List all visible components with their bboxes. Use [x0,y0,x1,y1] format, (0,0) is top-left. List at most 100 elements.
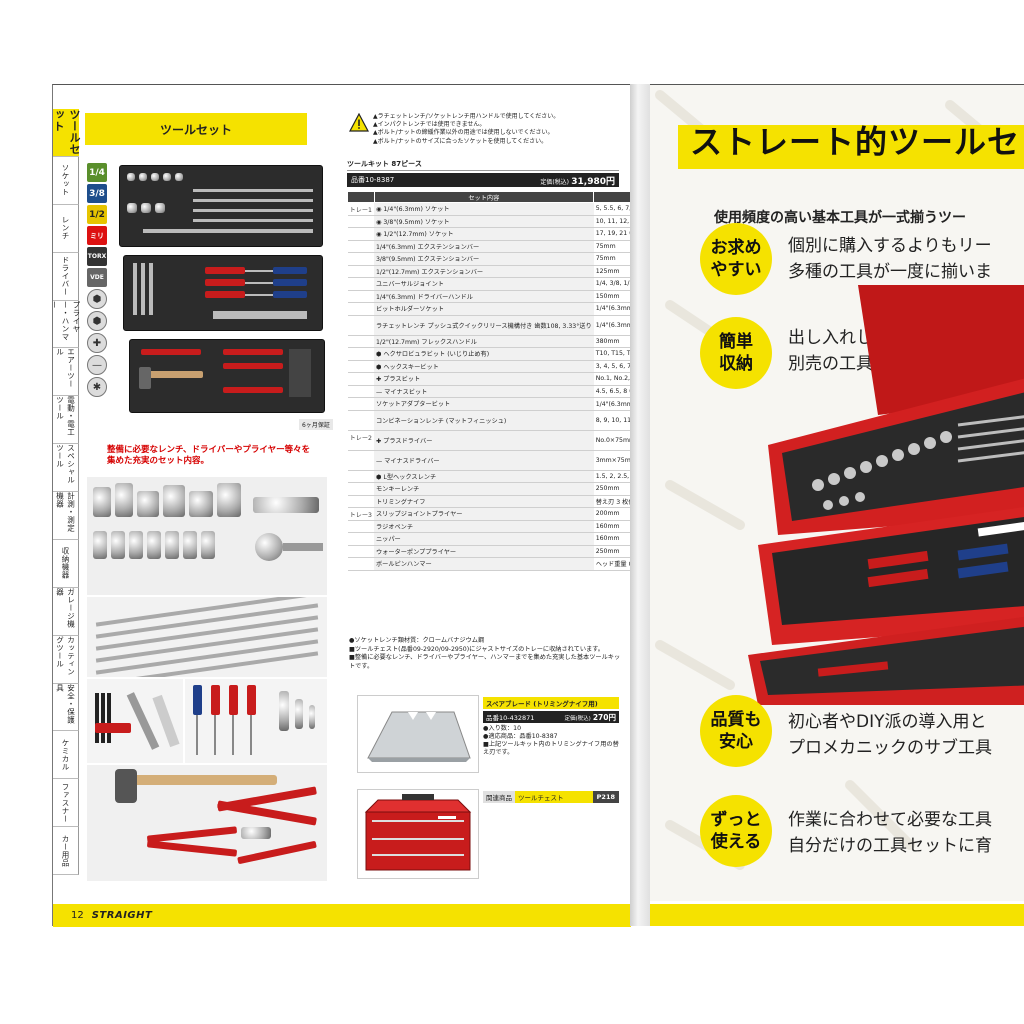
product-name: ツールキット 87ピース [347,159,619,171]
hex-key [107,693,111,743]
hex-keys-photo [87,679,183,763]
warning-line: ▲ボルト/ナットの締緩作業以外の用途では使用しないでください。 [373,129,554,137]
spec-tray [347,482,374,496]
feature-text-lasting: 作業に合わせて必要な工具 自分だけの工具セットに育 [788,807,992,859]
spec-item: 3/8"(9.5mm) エクステンションバー [374,252,594,266]
badge-mm: ミリ [87,226,107,245]
badge-line: ずっと [710,810,762,830]
spec-tray [347,545,374,558]
hammer-head [115,769,137,803]
spec-item: ラチェットレンチ プッシュ式クイックリリース機構付き 歯数108, 3.33°送… [374,315,594,336]
spec-tray: トレー1 [347,202,374,216]
spec-tray [347,557,374,571]
blade-graphic [367,711,471,762]
pliers-hammer-photo [87,765,327,881]
plier-grip [223,387,283,393]
plier-grip [146,840,238,857]
spec-tray [347,495,374,508]
hex-key-icon: ⬢ [87,311,107,331]
spec-tray [347,302,374,316]
spare-blade-code-bar: 品番10-432871 定価(税込) 270円 [483,711,619,723]
product-notes: ●ソケットレンチ類材質：クロームバナジウム鋼 ■ツールチェスト(品番09-292… [349,637,621,671]
hex-key-holder [95,723,131,733]
spec-item: ⬢ ヘクサロビュラビット (いじり止め有) [374,347,594,361]
wrench-bar [193,209,313,212]
tab-garage[interactable]: ガレージ機器 [53,587,79,636]
socket [165,531,179,559]
knife-slot [289,349,311,397]
bit-holder [279,691,289,731]
note-line: ■ツールチェスト(品番09-2920/09-2950)にジャストサイズのトレーに… [349,645,604,653]
tab-chemical[interactable]: ケミカル [53,731,79,780]
spec-tray [347,240,374,253]
tab-fastener[interactable]: ファスナー [53,779,79,828]
size-badges: 1/4 3/8 1/2 ミリ TORX VDE ⬢ ⬢ ✚ — ✱ [87,163,107,397]
tab-driver[interactable]: ドライバー [53,252,79,301]
driver-grip [205,267,245,274]
plier-grip [146,826,238,843]
hex-key [149,263,153,315]
bit [309,705,315,729]
feature-line: 初心者やDIY派の導入用と [788,712,987,732]
plier-grip [223,349,283,355]
spec-item: 1/2"(12.7mm) フレックスハンドル [374,335,594,348]
spec-item: ✚ プラスビット [374,372,594,386]
spec-tray [347,215,374,228]
spec-tray [347,372,374,386]
spec-item: — マイナスドライバー [374,450,594,471]
spec-tray [347,450,374,471]
tab-special-tool[interactable]: スペシャルツール [53,444,79,492]
spec-item: 1/4"(6.3mm) ドライバーハンドル [374,290,594,303]
spec-tray [347,410,374,431]
spec-item: ◉ 1/4"(6.3mm) ソケット [374,202,594,216]
tab-measuring[interactable]: 計測・測定機器 [53,492,79,540]
tab-cutting[interactable]: カッティングツール [53,635,79,684]
price-label: 定価(税込) [540,178,570,186]
tool-chest-photo [357,789,479,879]
tab-air-tool[interactable]: エアーツール [53,348,79,397]
spec-item: ユニバーサルジョイント [374,277,594,291]
tab-car-goods[interactable]: カー用品 [53,827,79,875]
driver-shaft [232,715,234,755]
category-tabs: ツールセット ソケット レンチ ドライバー プライヤー・ハンマー エアーツール … [50,109,81,875]
socket-chip [163,173,171,181]
section-title: ツールセット [85,113,307,145]
tab-pliers-hammer[interactable]: プライヤー・ハンマー [50,300,81,349]
feature-line: 多種の工具が一度に揃いま [788,262,992,282]
tool-chest-graphic [364,794,472,871]
left-page: ツールセット ソケット レンチ ドライバー プライヤー・ハンマー エアーツール … [50,84,787,927]
plier-grip [237,840,317,865]
socket-chip [127,203,137,213]
tab-safety[interactable]: 安全・保護具 [53,683,79,732]
spec-item: ボールピンハンマー [374,557,594,571]
tab-wrench[interactable]: レンチ [53,204,79,253]
product-price-wrap: 定価(税込) 31,980円 [540,174,615,187]
ratchet-head [255,533,283,561]
warning-line: ▲ボルト/ナットのサイズに合ったソケットを使用してください。 [373,137,548,145]
driver-grip [229,685,238,715]
spec-tray [347,335,374,348]
hex-key [95,693,99,743]
driver-grip [211,685,220,715]
tab-socket[interactable]: ソケット [53,156,79,205]
socket [163,485,185,517]
socket [189,491,213,517]
spec-tray [347,347,374,361]
hammer-head [139,367,151,389]
spare-blade-photo [357,695,479,773]
spec-tray [347,277,374,291]
socket [217,483,241,517]
spare-blade-price: 270円 [592,712,616,722]
driver-shaft [245,282,273,284]
spec-tray: トレー3 [347,507,374,521]
bit [295,699,303,729]
badge-three-eighths-inch: 3/8 [87,184,107,203]
tab-toolset[interactable]: ツールセット [52,109,81,157]
related-product[interactable]: 関連商品 ツールチェスト P218 [483,791,619,803]
note-line: ●ソケットレンチ類材質：クロームバナジウム鋼 [349,637,485,644]
spec-item: ビットホルダーソケット [374,302,594,316]
related-page-link[interactable]: P218 [592,791,619,803]
tab-electric-tool[interactable]: 電動・電工ツール [53,396,79,445]
note-line: ■整備に必要なレンチ、ドライバーやプライヤー、ハンマーまでを集めた充実した基本ツ… [349,654,621,670]
tab-storage[interactable]: 収納機器 [53,539,79,588]
